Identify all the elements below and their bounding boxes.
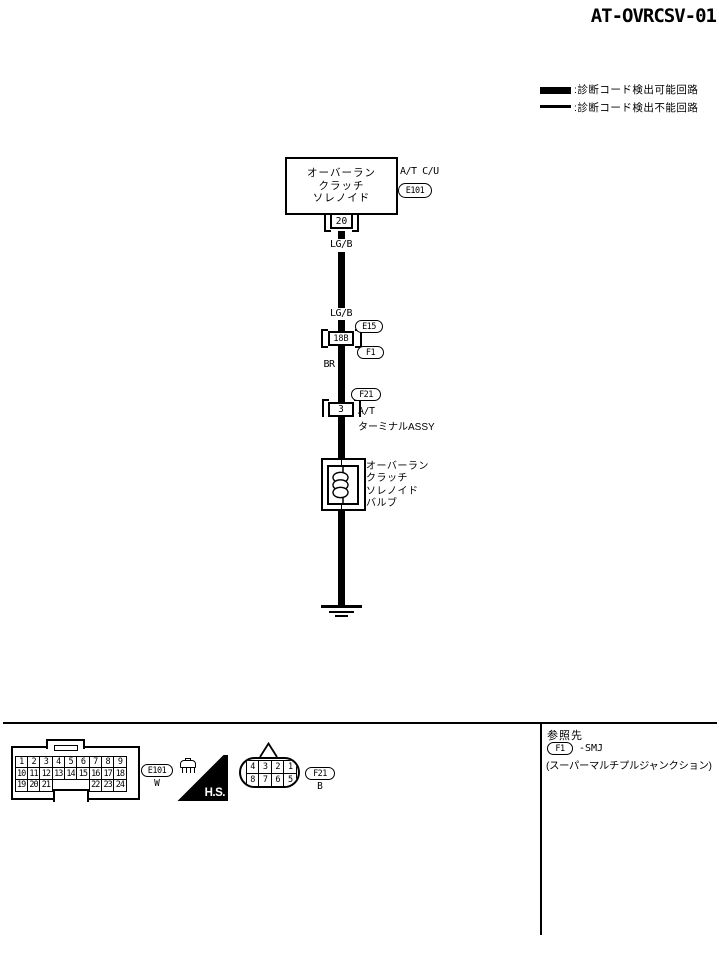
pin-20-box: 20 [330, 213, 353, 229]
ground-icon [329, 610, 354, 613]
hatch-line [194, 768, 196, 773]
coupler-bracket-left [324, 215, 331, 232]
page-title: AT-OVRCSV-01 [590, 5, 717, 27]
legend-thin-line [540, 105, 571, 108]
terminal-assy-label: A/T [358, 406, 375, 417]
cu-name-line: クラッチ [318, 179, 365, 192]
connector-ref-f21: F21 [351, 388, 381, 401]
ground-icon [335, 615, 348, 617]
mini-connector-icon [178, 758, 200, 774]
connector-ref-e101: E101 [141, 764, 173, 777]
connector-color-code: W [154, 778, 160, 789]
connector-ref-f1: F1 [357, 346, 384, 359]
reference-target: -SMJ [579, 743, 604, 754]
solenoid-name-line: オーバーラン [366, 461, 429, 472]
wire-segment [338, 511, 345, 606]
coupler-bracket-left [322, 399, 329, 417]
pin-cell: 8 [245, 773, 260, 786]
legend-thick-line [540, 87, 571, 94]
coupler-bracket-left [321, 329, 328, 348]
f21-connector-keying-triangle [259, 742, 278, 758]
legend-undetectable-label: :診断コード検出不能回路 [574, 102, 699, 114]
pin-3-box: 3 [328, 402, 354, 417]
coupler-bracket-right [352, 215, 359, 232]
terminal-assy-label: ターミナルASSY [358, 422, 435, 433]
pin-cell: 24 [113, 778, 127, 792]
mini-connector-body [180, 760, 196, 768]
hs-label: H.S. [204, 787, 226, 799]
e101-connector-tab [46, 739, 85, 749]
pin-18b-box: 18B [328, 331, 354, 346]
wire-segment [338, 320, 345, 458]
pin-cell: 4 [245, 760, 260, 774]
coupler-bracket-right [354, 399, 361, 417]
solenoid-lead [340, 458, 343, 466]
solenoid-coil-box [327, 465, 359, 505]
solenoid-lead [340, 503, 343, 512]
wire-color-label: BR [321, 359, 337, 370]
legend-detectable-label: :診断コード検出可能回路 [574, 84, 699, 96]
pin-cell: 14 [63, 767, 78, 780]
wire-segment [338, 231, 345, 241]
footer-vertical-divider [540, 724, 542, 935]
connector-ref-e15: E15 [355, 320, 383, 333]
hatch-line [190, 768, 192, 773]
hatch-line [182, 768, 184, 773]
solenoid-name-line: クラッチ [366, 473, 408, 485]
footer-divider [3, 722, 717, 725]
pin-cell: 22 [88, 778, 102, 792]
at-cu-unit-label: A/T C/U [400, 166, 439, 177]
at-control-unit-box: オーバーラン クラッチ ソレノイド [285, 157, 398, 215]
cu-name-line: ソレノイド [312, 192, 371, 205]
pin-cell: 6 [270, 773, 285, 786]
pin-cell: 21 [39, 778, 53, 792]
wire-segment [338, 252, 345, 308]
pin-cell: 5 [283, 773, 297, 786]
pin-cell: 7 [258, 773, 272, 786]
wire-color-label: LG/B [324, 239, 358, 250]
pin-cell: 2 [270, 760, 285, 774]
connector-ref-f21: F21 [305, 767, 335, 780]
pin-cell: 23 [100, 778, 115, 792]
pin-cell: 19 [14, 778, 28, 792]
solenoid-name-line: バルブ [366, 497, 398, 509]
connector-color-code: B [317, 781, 323, 792]
pin-cell: 15 [76, 767, 90, 780]
ground-icon [321, 605, 362, 608]
reference-note: (スーパーマルチプルジャンクション) [546, 761, 712, 772]
pin-cell: 1 [283, 760, 297, 774]
coil-icon [332, 467, 349, 503]
connector-ref-e101: E101 [398, 183, 432, 198]
wire-color-label: LG/B [324, 308, 358, 319]
e101-connector-latch [54, 745, 78, 751]
solenoid-valve-label: オーバーラン クラッチ ソレノイド バルブ [366, 461, 429, 510]
e101-connector-notch [53, 789, 89, 802]
pin-cell: 13 [51, 767, 65, 780]
harness-side-icon: H.S. [173, 755, 228, 801]
pin-cell: 20 [26, 778, 41, 792]
cu-name-line: オーバーラン [307, 167, 376, 180]
connector-ref-f1: F1 [547, 742, 573, 755]
solenoid-name-line: ソレノイド [366, 485, 419, 497]
reference-heading: 参照先 [547, 730, 583, 742]
pin-cell: 3 [258, 760, 272, 774]
hatch-line [186, 768, 188, 773]
